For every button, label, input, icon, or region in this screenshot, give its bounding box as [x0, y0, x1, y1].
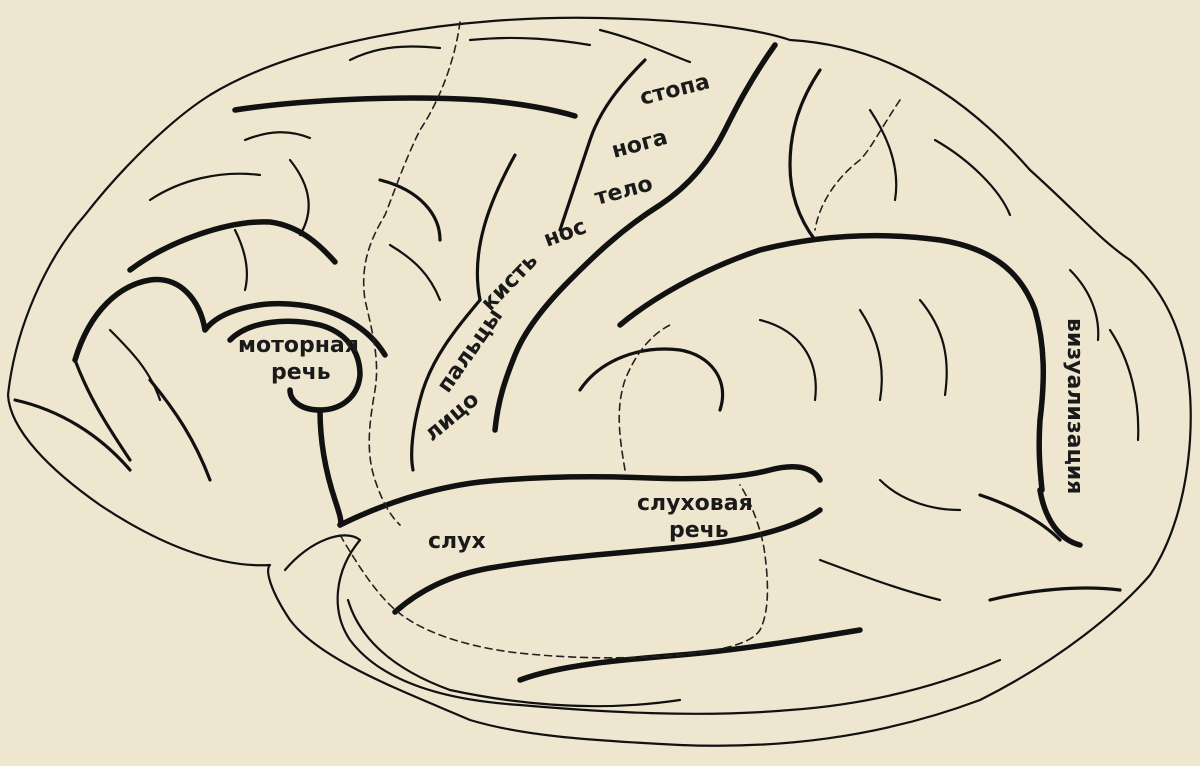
frontal-sulcus-a	[348, 45, 442, 62]
occipital-sulcus-f	[878, 478, 962, 512]
parietal-sulcus-a	[868, 108, 898, 202]
temporal-sulcus-lower	[818, 558, 942, 602]
auditory-area-boundary	[339, 484, 769, 659]
frontal-sulcus-e	[288, 158, 310, 237]
label-motor-speech-line2: речь	[271, 360, 331, 385]
occipital-sulcus-e	[1068, 268, 1100, 342]
occipital-sulcus-b	[978, 493, 1062, 542]
label-auditory-speech-line2: речь	[669, 518, 729, 543]
frontal-sulcus-f	[243, 131, 312, 142]
cerebrum-outline	[6, 16, 1192, 747]
broca-loop	[227, 318, 363, 413]
frontal-sulcus-g	[233, 228, 249, 292]
label-motor-speech-line1: моторная	[238, 333, 359, 358]
precentral-sulcus-mid	[475, 153, 517, 302]
superior-temporal-sulcus	[392, 507, 823, 615]
postcentral-sulcus	[558, 58, 647, 232]
inferior-frontal-contour	[72, 276, 388, 363]
frontal-sulcus-d	[148, 172, 262, 202]
label-visualization: визуализация	[1062, 318, 1087, 494]
label-hearing: слух	[428, 529, 486, 554]
central-sulcus	[492, 42, 778, 433]
temporal-sulcus-upper-b	[918, 298, 948, 397]
angular-sulcus	[758, 318, 817, 402]
parietal-area-boundary	[814, 99, 901, 231]
temporal-sulcus-upper-a	[858, 308, 883, 402]
temporal-lobe-outline	[283, 534, 1002, 715]
label-auditory-speech-line1: слуховая	[637, 491, 753, 516]
middle-frontal-sulcus	[127, 219, 338, 273]
occipital-sulcus-a	[1037, 487, 1083, 548]
lateral-sulcus	[337, 464, 823, 528]
frontal-sulcus-c	[598, 28, 692, 64]
precentral-sulcus-upper	[378, 178, 442, 242]
frontal-sulcus-b	[468, 36, 592, 47]
pars-opercularis-stem	[317, 407, 344, 528]
superior-frontal-sulcus	[232, 95, 578, 119]
motor-area-boundary	[362, 21, 461, 526]
orbital-sulcus-b	[148, 378, 212, 482]
frontal-inferior-sulcus	[73, 358, 132, 462]
wernicke-area-boundary	[618, 324, 671, 471]
occipital-sulcus-c	[988, 586, 1122, 602]
parietal-sulcus-b	[933, 138, 1012, 217]
occipital-sulcus-d	[1108, 328, 1140, 442]
precentral-sulcus-low	[410, 298, 482, 472]
intraparietal-sulcus	[788, 68, 822, 242]
precentral-branch	[388, 243, 442, 302]
temporal-inner-contour	[346, 598, 682, 708]
orbital-sulcus-a	[13, 398, 132, 472]
orbital-sulcus-c	[108, 328, 162, 402]
parietal-arc	[617, 232, 1046, 493]
supramarginal-sulcus	[578, 347, 725, 412]
